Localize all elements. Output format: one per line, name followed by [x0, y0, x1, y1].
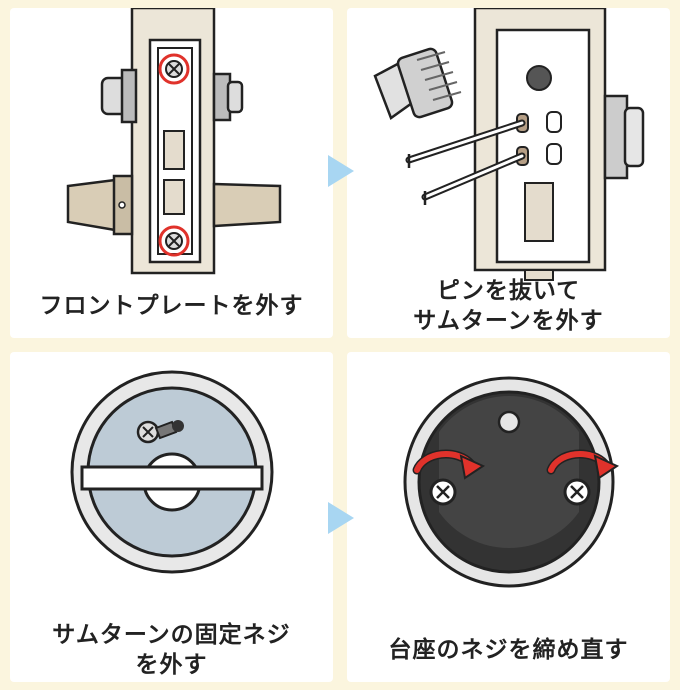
step-2-caption: ピンを抜いて サムターンを外す: [347, 276, 670, 336]
screw-icon: [158, 225, 190, 257]
rotate-arrow-icon: [546, 449, 620, 480]
screw-icon: [158, 53, 190, 85]
thumb-turn-removal-illustration: [373, 8, 645, 281]
step-2-panel: ピンを抜いて サムターンを外す: [347, 8, 670, 338]
step-3-caption: サムターンの固定ネジ を外す: [10, 620, 333, 680]
caption-line: フロントプレートを外す: [39, 293, 304, 319]
step-1-panel: フロントプレートを外す: [10, 8, 333, 338]
step-1-caption: フロントプレートを外す: [10, 291, 333, 321]
screw-icon: [429, 478, 457, 506]
screw-icon: [563, 478, 591, 506]
caption-line: ピンを抜いて: [436, 278, 581, 304]
front-plate-illustration: [66, 8, 282, 275]
next-step-arrow: [328, 502, 354, 534]
screw-icon: [136, 420, 178, 444]
caption-line: サムターンの固定ネジ: [52, 622, 291, 648]
step-3-panel: サムターンの固定ネジ を外す: [10, 352, 333, 682]
caption-line: 台座のネジを締め直す: [388, 637, 629, 663]
rotate-arrow-icon: [412, 449, 486, 480]
caption-line: サムターンを外す: [413, 308, 604, 334]
thumb-turn-base-illustration: [70, 370, 274, 574]
caption-line: を外す: [135, 652, 208, 678]
step-4-caption: 台座のネジを締め直す: [347, 635, 670, 665]
step-4-panel: 台座のネジを締め直す: [347, 352, 670, 682]
base-screws-illustration: [403, 376, 620, 588]
next-step-arrow: [328, 155, 354, 187]
